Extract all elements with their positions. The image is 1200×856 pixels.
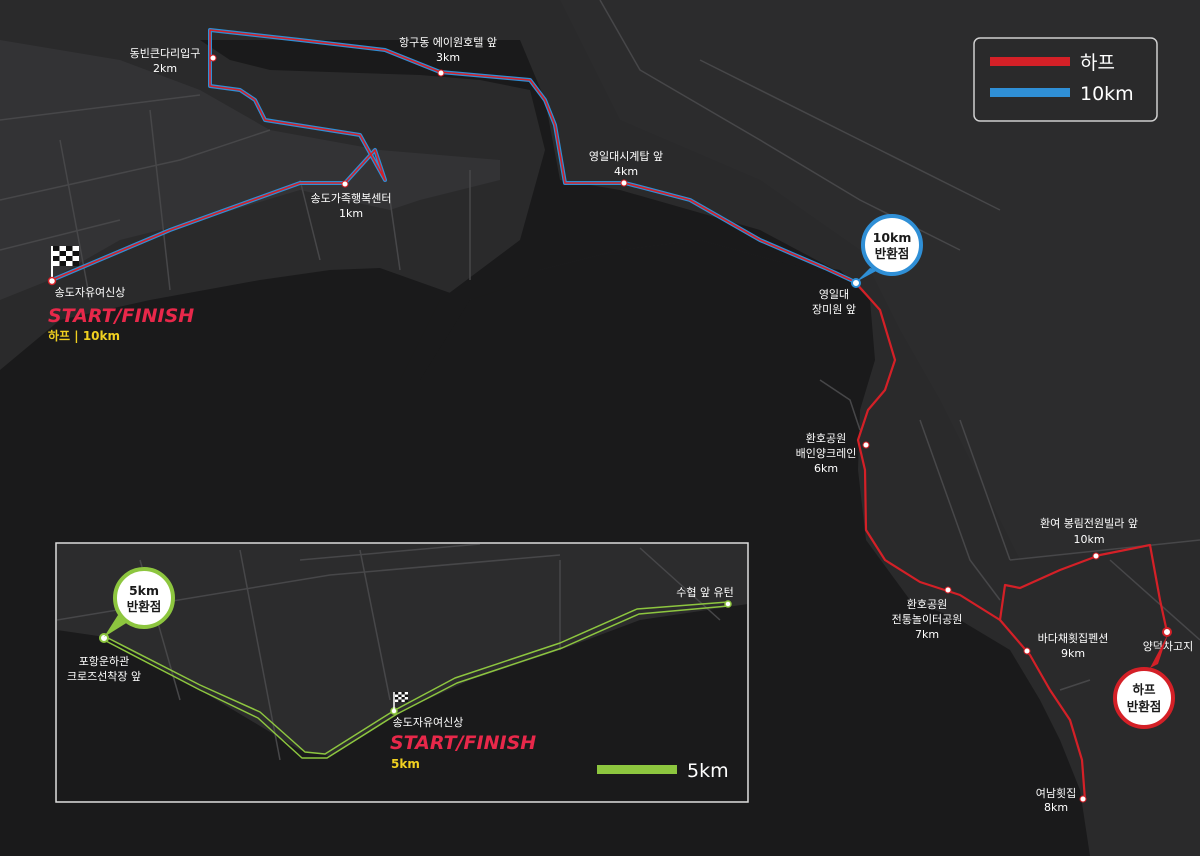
marker-7km-sub: 전통놀이터공원	[892, 613, 963, 626]
course-half	[853, 280, 1169, 802]
inset-right-label: 수협 앞 유턴	[676, 586, 734, 599]
legend-item-10km: 10km	[990, 83, 1134, 105]
marker-label-1km: 송도가족행복센터 1km	[311, 192, 392, 220]
marker-label-6km: 환호공원 배인양크레인 6km	[796, 432, 857, 475]
marker-9km-distance: 9km	[1061, 647, 1085, 660]
marker-8km-distance: 8km	[1044, 801, 1068, 814]
marker-1km-name: 송도가족행복센터	[311, 192, 392, 205]
inset-left-label-line2: 크로즈선착장 앞	[67, 670, 141, 683]
marker-1km-distance: 1km	[339, 207, 363, 220]
turnaround-half-line2: 반환점	[1127, 699, 1162, 714]
legend-10km-label: 10km	[1080, 83, 1134, 105]
marker-2km-name: 동빈큰다리입구	[130, 47, 201, 60]
marker-label-7km: 환호공원 전통놀이터공원 7km	[892, 598, 963, 641]
turnaround-10km-line1: 10km	[873, 230, 912, 245]
marker-label-4km: 영일대시계탑 앞 4km	[589, 149, 663, 178]
marker-10km-name: 환여 봉림전원빌라 앞	[1040, 517, 1138, 530]
marker-7km-distance: 7km	[915, 628, 939, 641]
start-finish-courses: 하프 | 10km	[48, 328, 120, 343]
checkered-flag-icon	[395, 692, 408, 702]
start-finish-main: 송도자유여신상 START/FINISH 하프 | 10km	[47, 246, 194, 343]
marker-label-9km: 바다채횟집펜션 9km	[1038, 632, 1109, 660]
marker-9km-name: 바다채횟집펜션	[1038, 632, 1109, 645]
marker-7km-name: 환호공원	[907, 598, 947, 611]
inset-legend: 5km	[597, 760, 729, 782]
marker-3km-name: 항구동 에이원호텔 앞	[399, 36, 497, 49]
turnaround-10km: 10km 반환점	[851, 214, 923, 288]
marker-6km-name: 환호공원	[806, 432, 846, 445]
marker-6km-distance: 6km	[814, 462, 838, 475]
marker-3km-distance: 3km	[436, 51, 460, 64]
checkered-flag-icon	[53, 246, 79, 266]
marker-label-yangdeok: 양덕차고지	[1143, 640, 1194, 653]
turnaround-5km: 5km 반환점	[104, 567, 175, 637]
marker-10km-distance: 10km	[1073, 533, 1104, 546]
course-10km	[50, 28, 857, 284]
marker-label-2km: 동빈큰다리입구 2km	[130, 47, 201, 75]
inset-start-finish-title: START/FINISH	[390, 732, 536, 754]
turnaround-10km-line2: 반환점	[875, 246, 910, 261]
inset-course	[103, 601, 729, 759]
start-finish-title: START/FINISH	[48, 305, 194, 327]
inset-start-finish-course: 5km	[391, 757, 420, 771]
marker-rose-garden-sub: 장미원 앞	[812, 303, 856, 316]
legend: 하프 10km	[973, 37, 1158, 122]
turnaround-5km-line2: 반환점	[127, 599, 162, 614]
marker-2km-distance: 2km	[153, 62, 177, 75]
km-marker-dots	[209, 54, 1100, 803]
inset-start-finish: 송도자유여신상 START/FINISH 5km	[390, 692, 536, 771]
marker-yangdeok-name: 양덕차고지	[1143, 640, 1194, 653]
inset-legend-label: 5km	[687, 760, 729, 782]
start-location-name: 송도자유여신상	[55, 286, 126, 299]
inset-left-label-line1: 포항운하관	[79, 654, 130, 668]
turnaround-half-line1: 하프	[1132, 682, 1156, 697]
legend-half-label: 하프	[1080, 52, 1115, 74]
marker-4km-name: 영일대시계탑 앞	[589, 149, 663, 163]
marker-4km-distance: 4km	[614, 165, 638, 178]
legend-item-half: 하프	[990, 52, 1115, 74]
marker-8km-name: 여남횟집	[1036, 787, 1076, 800]
marker-label-8km: 여남횟집 8km	[1036, 787, 1076, 814]
turnaround-5km-line1: 5km	[129, 583, 159, 598]
marker-label-rose-garden: 영일대 장미원 앞	[812, 287, 856, 316]
marker-label-3km: 항구동 에이원호텔 앞 3km	[399, 36, 497, 64]
marker-6km-sub: 배인양크레인	[796, 447, 857, 460]
inset-start-location-name: 송도자유여신상	[393, 716, 464, 729]
marker-rose-garden-name: 영일대	[819, 287, 849, 301]
marker-label-10km: 환여 봉림전원빌라 앞 10km	[1040, 517, 1138, 546]
turnaround-half: 하프 반환점	[1113, 627, 1175, 729]
inset-map-5km: 5km 반환점 포항운하관 크로즈선착장 앞 수협 앞 유턴 송도자유여신상 S…	[55, 542, 749, 803]
